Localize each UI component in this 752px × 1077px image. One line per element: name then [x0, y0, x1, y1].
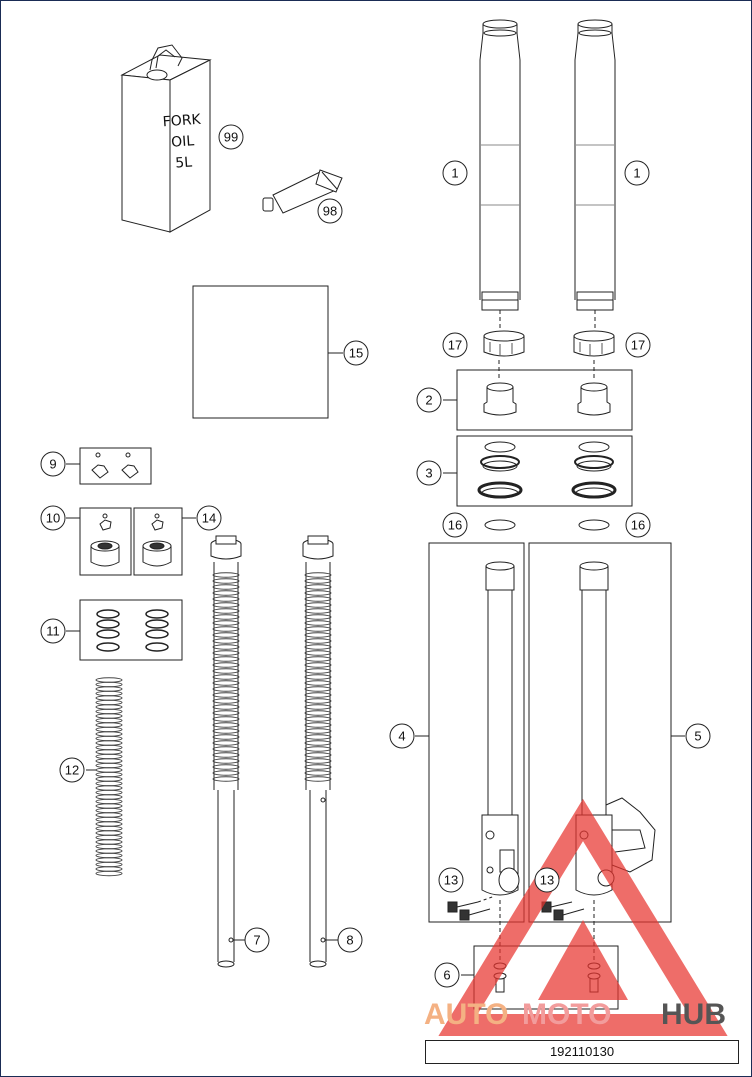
- part-11-box: [79, 599, 183, 661]
- callout-label-c12: 12: [65, 763, 79, 778]
- part-4-box: [428, 542, 525, 923]
- callout-circle-c6: [434, 962, 460, 988]
- callout-circle-c98: [317, 198, 343, 224]
- callout-label-c7: 7: [253, 933, 260, 948]
- callout-circle-c16a: [442, 512, 468, 538]
- protection-ring-left: [483, 330, 525, 357]
- callout-label-c1b: 1: [633, 166, 640, 181]
- callout-circle-c1a: [442, 160, 468, 186]
- o-ring-set: [96, 609, 169, 652]
- screws-right: [541, 901, 585, 921]
- cartridge-left: [210, 535, 242, 968]
- o-ring-right: [578, 519, 610, 531]
- fork-oil-can: FORK OIL 5L: [120, 44, 212, 233]
- callout-circle-c1b: [624, 160, 650, 186]
- outer-tube-right: [574, 19, 616, 328]
- o-ring-left: [484, 519, 516, 531]
- callout-circle-c5: [685, 723, 711, 749]
- callout-circle-c17b: [625, 332, 651, 358]
- fork-spring: [95, 677, 123, 877]
- part-14-box: [133, 507, 183, 576]
- part-number-box: 192110130: [425, 1040, 739, 1064]
- watermark-logo: AUTO MOTO HUB: [424, 798, 728, 1036]
- oil-can-label-2: OIL: [171, 133, 195, 151]
- callout-circle-c3: [416, 460, 442, 486]
- callout-label-c15: 15: [349, 346, 363, 361]
- part-2-box: [456, 369, 633, 431]
- callout-label-c16a: 16: [448, 518, 462, 533]
- bushing-right: [577, 382, 611, 416]
- watermark-word-moto: MOTO: [522, 998, 611, 1031]
- callout-circle-c4: [389, 723, 415, 749]
- part-10-box: [79, 507, 132, 576]
- outer-tube-left: [479, 19, 521, 328]
- part-15-box: [192, 285, 329, 419]
- part-5-box: [528, 542, 672, 923]
- callout-circle-c7: [244, 927, 270, 953]
- callout-circle-c14: [196, 505, 222, 531]
- callout-label-c16b: 16: [631, 518, 645, 533]
- callout-label-c14: 14: [202, 511, 216, 526]
- seal-set-right: [571, 441, 617, 499]
- callout-label-c4: 4: [398, 729, 405, 744]
- callout-label-c98: 98: [323, 204, 337, 219]
- bushing-left: [483, 382, 517, 416]
- callout-label-c13b: 13: [540, 873, 554, 888]
- screws-left: [447, 895, 496, 921]
- callout-label-c8: 8: [346, 933, 353, 948]
- callout-label-c5: 5: [694, 729, 701, 744]
- callout-circle-c8: [337, 927, 363, 953]
- callout-label-c11: 11: [46, 624, 60, 639]
- callout-circle-c11: [40, 618, 66, 644]
- callout-label-c9: 9: [49, 457, 56, 472]
- callout-label-c10: 10: [46, 511, 60, 526]
- cartridge-right: [302, 535, 334, 968]
- oil-can-label-3: 5L: [175, 154, 193, 171]
- callout-label-c3: 3: [425, 466, 432, 481]
- callout-label-c6: 6: [443, 968, 450, 983]
- callout-circle-c10: [40, 505, 66, 531]
- callout-circle-c12: [59, 757, 85, 783]
- callout-circle-c16b: [625, 512, 651, 538]
- adjuster-caps: [90, 513, 172, 567]
- oil-can-label-1: FORK: [162, 112, 202, 131]
- part-3-box: [456, 435, 633, 507]
- callout-label-c99: 99: [224, 130, 238, 145]
- callout-label-c1a: 1: [451, 166, 458, 181]
- callout-label-c13a: 13: [444, 873, 458, 888]
- watermark-word-auto: AUTO: [424, 998, 508, 1031]
- wing-nuts: [91, 452, 139, 479]
- callout-label-c2: 2: [425, 393, 432, 408]
- callout-circle-c9: [40, 451, 66, 477]
- part-9-box: [79, 447, 152, 485]
- callout-circle-c13a: [438, 867, 464, 893]
- callout-circle-c99: [218, 124, 244, 150]
- callout-circle-c2: [416, 387, 442, 413]
- callout-label-c17a: 17: [448, 338, 462, 353]
- callout-circle-c15: [343, 340, 369, 366]
- inner-tube-left: [481, 561, 520, 896]
- protection-ring-right: [573, 330, 615, 357]
- callout-circle-c17a: [442, 332, 468, 358]
- grease-tube: [262, 169, 343, 214]
- callout-circle-c13b: [534, 867, 560, 893]
- part-6-box: [473, 945, 619, 1010]
- seal-set-left: [477, 441, 523, 499]
- callout-label-c17b: 17: [631, 338, 645, 353]
- watermark-word-hub: HUB: [661, 998, 726, 1031]
